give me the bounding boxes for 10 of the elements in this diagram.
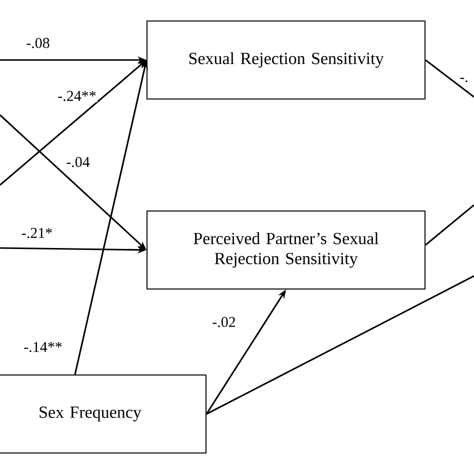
variable-box: Sexual Rejection Sensitivity [146, 20, 426, 100]
path-coefficient: -. [458, 76, 470, 84]
path-coefficient: -.04 [65, 156, 91, 168]
path-coefficient: -.02 [211, 316, 237, 328]
path-coefficient: -.24** [56, 90, 98, 102]
variable-box: Sex Frequency [0, 374, 206, 454]
variable-box: Perceived Partner’s Sexual Rejection Sensitivity [146, 210, 426, 290]
path-coefficient: -.08 [25, 36, 51, 50]
path-coefficient: -.21* [20, 226, 54, 240]
path-coefficient: -.14** [22, 340, 64, 354]
